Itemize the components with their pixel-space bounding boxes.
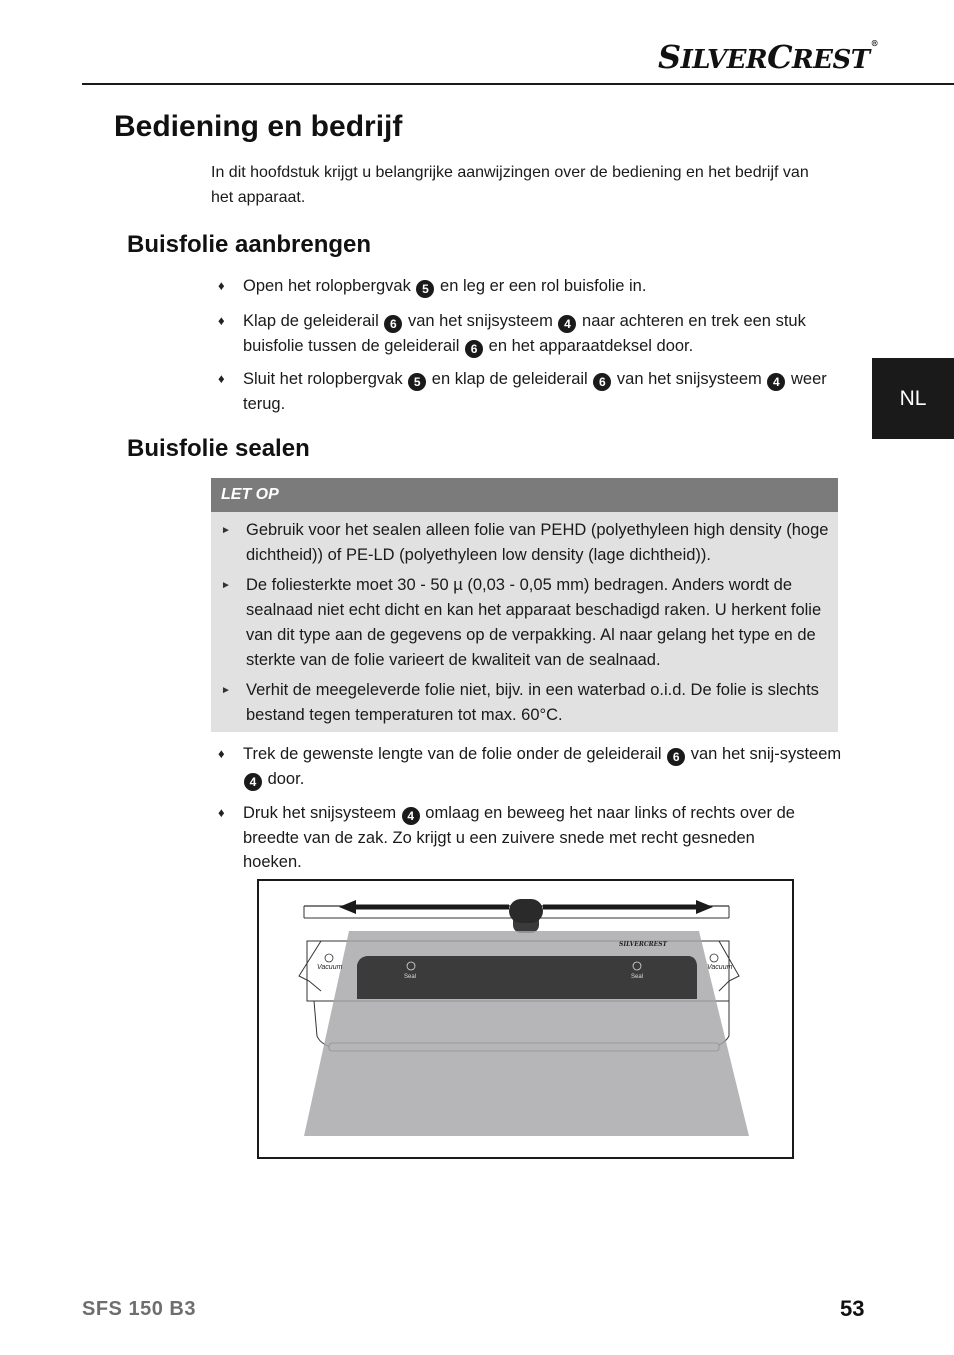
hand-icon — [324, 953, 334, 963]
circled-number-icon: 4 — [401, 807, 420, 825]
brand-letter: C — [767, 38, 793, 76]
vacuum-label-right: Vacuum — [707, 964, 733, 971]
page-title: Bediening en bedrijf — [114, 110, 403, 143]
note-item: ► Gebruik voor het sealen alleen folie v… — [211, 518, 838, 568]
note-item: ► De foliesterkte moet 30 - 50 µ (0,03 -… — [211, 573, 838, 673]
note-text: De foliesterkte moet 30 - 50 µ (0,03 - 0… — [246, 576, 822, 669]
device-illustration: SILVERCREST Vacuum Vacuum Seal Seal — [257, 879, 794, 1159]
seal-label-right: Seal — [631, 974, 643, 980]
page-number: 53 — [840, 1296, 865, 1321]
device-brand-label: SILVERCREST — [619, 941, 668, 948]
hand-icon — [406, 961, 416, 971]
brand-text: REST — [792, 45, 870, 75]
note-text: Verhit de meegeleverde folie niet, bijv.… — [246, 681, 819, 724]
header-divider — [82, 83, 954, 85]
hand-icon — [632, 961, 642, 971]
note-item: ► Verhit de meegeleverde folie niet, bij… — [211, 678, 838, 728]
seal-label-left: Seal — [404, 974, 416, 980]
hand-icon — [709, 953, 719, 963]
circled-number-icon: 5 — [416, 280, 435, 298]
circled-number-icon: 4 — [244, 772, 262, 791]
intro-paragraph: In dit hoofdstuk krijgt u belangrijke aa… — [211, 164, 809, 206]
step-text: Open het rolopbergvak 5 en leg er een ro… — [243, 277, 647, 298]
note-box: LET OP ► Gebruik voor het sealen alleen … — [211, 478, 838, 732]
circled-number-icon: 5 — [408, 373, 427, 391]
circled-number-icon: 6 — [593, 373, 612, 391]
diamond-icon: ♦ — [218, 313, 225, 328]
cutter-knob — [509, 899, 543, 923]
instruction-step: ♦ Sluit het rolopbergvak 5 en klap de ge… — [218, 367, 842, 416]
vacuum-sealer-drawing: SILVERCREST Vacuum Vacuum Seal Seal — [298, 899, 749, 1136]
section-title-buisfolie-sealen: Buisfolie sealen — [127, 435, 310, 462]
arrow-right-icon: ► — [221, 580, 231, 591]
brand-logo: SILVERCREST® — [658, 38, 879, 76]
note-text: Gebruik voor het sealen alleen folie van… — [246, 521, 829, 564]
instruction-step: ♦ Open het rolopbergvak 5 en leg er een … — [218, 274, 842, 299]
circled-number-icon: 6 — [384, 315, 403, 333]
diamond-icon: ♦ — [218, 371, 225, 386]
section-title-buisfolie-aanbrengen: Buisfolie aanbrengen — [127, 231, 372, 258]
instruction-step: ♦ Klap de geleiderail 6 van het snijsyst… — [218, 309, 842, 358]
seal-panel — [357, 956, 697, 999]
step-text: Druk het snijsysteem 4 omlaag en beweeg … — [243, 804, 795, 871]
circled-number-icon: 4 — [558, 315, 577, 333]
instruction-step: ♦ Druk het snijsysteem 4 omlaag en bewee… — [218, 801, 842, 875]
footer-model: SFS 150 B3 — [82, 1298, 196, 1320]
diamond-icon: ♦ — [218, 805, 225, 820]
note-title: LET OP — [211, 478, 838, 512]
arrow-left-icon — [339, 900, 356, 914]
step-text: Sluit het rolopbergvak 5 en klap de gele… — [243, 370, 827, 413]
circled-number-icon: 4 — [767, 373, 786, 391]
arrow-right-icon — [696, 900, 713, 914]
circled-number-icon: 6 — [465, 339, 484, 358]
step-text: Trek de gewenste lengte van de folie ond… — [243, 745, 842, 791]
device-lid-left — [298, 940, 322, 992]
circled-number-icon: 6 — [667, 748, 686, 766]
step-text: Klap de geleiderail 6 van het snijsystee… — [243, 312, 806, 358]
language-tab: NL — [872, 358, 954, 439]
vacuum-label-left: Vacuum — [317, 964, 343, 971]
registered-mark: ® — [870, 38, 879, 48]
device-lid-right — [718, 940, 740, 992]
brand-letter: S — [658, 38, 681, 76]
diamond-icon: ♦ — [218, 278, 225, 293]
brand-text: ILVER — [680, 45, 768, 75]
instruction-step: ♦ Trek de gewenste lengte van de folie o… — [218, 742, 842, 791]
diamond-icon: ♦ — [218, 746, 225, 761]
arrow-right-icon: ► — [221, 685, 231, 696]
arrow-right-icon: ► — [221, 525, 231, 536]
